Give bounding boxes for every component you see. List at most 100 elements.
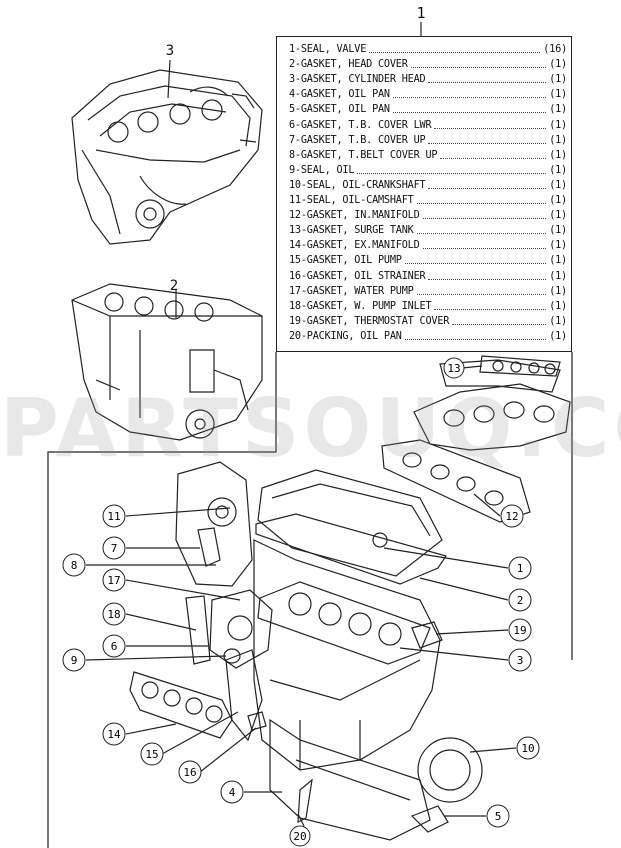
svg-text:6: 6 xyxy=(111,640,118,653)
leader-head-assy xyxy=(167,59,171,99)
svg-text:12: 12 xyxy=(505,510,518,523)
cylinder-head-assembly-drawing xyxy=(71,69,263,245)
leader-dots xyxy=(416,233,547,235)
parts-list-row: 19-GASKET, THERMOSTAT COVER(1) xyxy=(289,313,567,328)
callout-15: 15 xyxy=(140,742,164,766)
leader-dots xyxy=(428,187,547,189)
parts-list-row: 5-GASKET, OIL PAN (1) xyxy=(289,101,567,116)
leader-dots xyxy=(416,203,547,205)
part-qty: (1) xyxy=(549,195,567,207)
callout-18: 18 xyxy=(102,602,126,626)
part-name: 19-GASKET, THERMOSTAT COVER xyxy=(289,315,450,327)
part-qty: (1) xyxy=(549,240,567,252)
parts-list-row: 15-GASKET, OIL PUMP (1) xyxy=(289,252,567,267)
callout-5: 5 xyxy=(486,804,510,828)
parts-list-row: 17-GASKET, WATER PUMP(1) xyxy=(289,283,567,298)
part-qty: (1) xyxy=(549,104,567,116)
parts-list-row: 8-GASKET, T.BELT COVER UP (1) xyxy=(289,147,567,162)
parts-list-row: 16-GASKET, OIL STRAINER(1) xyxy=(289,267,567,282)
leader-dots xyxy=(404,338,547,340)
part-name: 18-GASKET, W. PUMP INLET xyxy=(289,300,432,312)
part-name: 16-GASKET, OIL STRAINER xyxy=(289,270,426,282)
surge-tank-gasket-shape xyxy=(479,355,561,377)
part-qty: (1) xyxy=(549,149,567,161)
parts-list-row: 4-GASKET, OIL PAN(1) xyxy=(289,86,567,101)
thermostat-gasket-shape xyxy=(411,621,443,649)
parts-list-row: 12-GASKET, IN.MANIFOLD(1) xyxy=(289,207,567,222)
part-name: 5-GASKET, OIL PAN xyxy=(289,104,390,116)
svg-text:15: 15 xyxy=(145,748,158,761)
tb-cover-gasket-shape xyxy=(197,527,221,567)
callout-7: 7 xyxy=(102,536,126,560)
part-name: 4-GASKET, OIL PAN xyxy=(289,89,390,101)
svg-text:8: 8 xyxy=(71,559,78,572)
part-name: 6-GASKET, T.B. COVER LWR xyxy=(289,119,432,131)
part-name: 14-GASKET, EX.MANIFOLD xyxy=(289,240,420,252)
svg-text:11: 11 xyxy=(107,510,120,523)
cylinder-head-gasket-shape xyxy=(257,581,431,665)
parts-list-row: 11-SEAL, OIL-CAMSHAFT (1) xyxy=(289,192,567,207)
part-name: 15-GASKET, OIL PUMP xyxy=(289,255,402,267)
crank-seal-housing-drawing xyxy=(417,737,483,803)
parts-list-row: 9-SEAL, OIL(1) xyxy=(289,162,567,177)
part-qty: (1) xyxy=(549,119,567,131)
part-qty: (16) xyxy=(543,44,567,56)
part-name: 17-GASKET, WATER PUMP xyxy=(289,285,414,297)
part-name: 20-PACKING, OIL PAN xyxy=(289,330,402,342)
callout-10: 10 xyxy=(516,736,540,760)
parts-list-row: 2-GASKET, HEAD COVER(1) xyxy=(289,56,567,71)
svg-text:19: 19 xyxy=(513,624,526,637)
parts-list-row: 1-SEAL, VALVE (16) xyxy=(289,41,567,56)
oil-pan-gasket-small-shape xyxy=(410,805,449,833)
part-qty: (1) xyxy=(549,300,567,312)
block-assy-label: 2 xyxy=(170,278,178,294)
part-qty: (1) xyxy=(549,59,567,71)
exhaust-gasket-shape xyxy=(129,671,233,739)
callout-16: 16 xyxy=(178,760,202,784)
callout-6: 6 xyxy=(102,634,126,658)
leader-dots xyxy=(410,67,547,69)
part-name: 8-GASKET, T.BELT COVER UP xyxy=(289,149,438,161)
oil-pan-drawing xyxy=(269,718,431,841)
part-name: 9-SEAL, OIL xyxy=(289,164,355,176)
intake-gasket-shape xyxy=(381,439,531,523)
callout-14: 14 xyxy=(102,722,126,746)
leader-dots xyxy=(422,248,547,250)
part-qty: (1) xyxy=(549,74,567,86)
leader-dots xyxy=(357,172,547,174)
timing-belt-cover-drawing xyxy=(175,461,253,587)
svg-text:1: 1 xyxy=(517,562,524,575)
oil-pan-packing-shape xyxy=(297,778,313,824)
head-cover-gasket-shape xyxy=(255,513,447,585)
callout-4: 4 xyxy=(220,780,244,804)
oil-strainer-gasket-shape xyxy=(247,711,267,731)
svg-text:20: 20 xyxy=(293,830,306,843)
pump-inlet-gasket-shape xyxy=(185,595,211,665)
head-assy-label: 3 xyxy=(166,43,174,59)
part-name: 3-GASKET, CYLINDER HEAD xyxy=(289,74,426,86)
part-qty: (1) xyxy=(549,210,567,222)
svg-text:14: 14 xyxy=(107,728,121,741)
oil-pump-gasket-shape xyxy=(225,649,263,742)
callout-11: 11 xyxy=(102,504,126,528)
cylinder-block-drawing xyxy=(71,283,263,441)
parts-list-row: 14-GASKET, EX.MANIFOLD (1) xyxy=(289,237,567,252)
leader-dots xyxy=(440,157,547,159)
intake-manifold-drawing xyxy=(413,359,571,451)
head-cover-drawing xyxy=(257,469,443,577)
svg-text:17: 17 xyxy=(107,574,120,587)
engine-body-drawing xyxy=(253,539,441,771)
callout-1: 1 xyxy=(508,556,532,580)
svg-text:13: 13 xyxy=(447,362,460,375)
parts-list-row: 10-SEAL, OIL-CRANKSHAFT(1) xyxy=(289,177,567,192)
callout-12: 12 xyxy=(500,504,524,528)
leader-dots xyxy=(452,323,547,325)
leader-dots xyxy=(369,52,541,54)
part-name: 1-SEAL, VALVE xyxy=(289,44,367,56)
part-qty: (1) xyxy=(549,255,567,267)
callout-20: 20 xyxy=(289,825,311,847)
leader-dots xyxy=(422,218,547,220)
leader-dots xyxy=(416,293,547,295)
callout-19: 19 xyxy=(508,618,532,642)
part-name: 11-SEAL, OIL-CAMSHAFT xyxy=(289,195,414,207)
